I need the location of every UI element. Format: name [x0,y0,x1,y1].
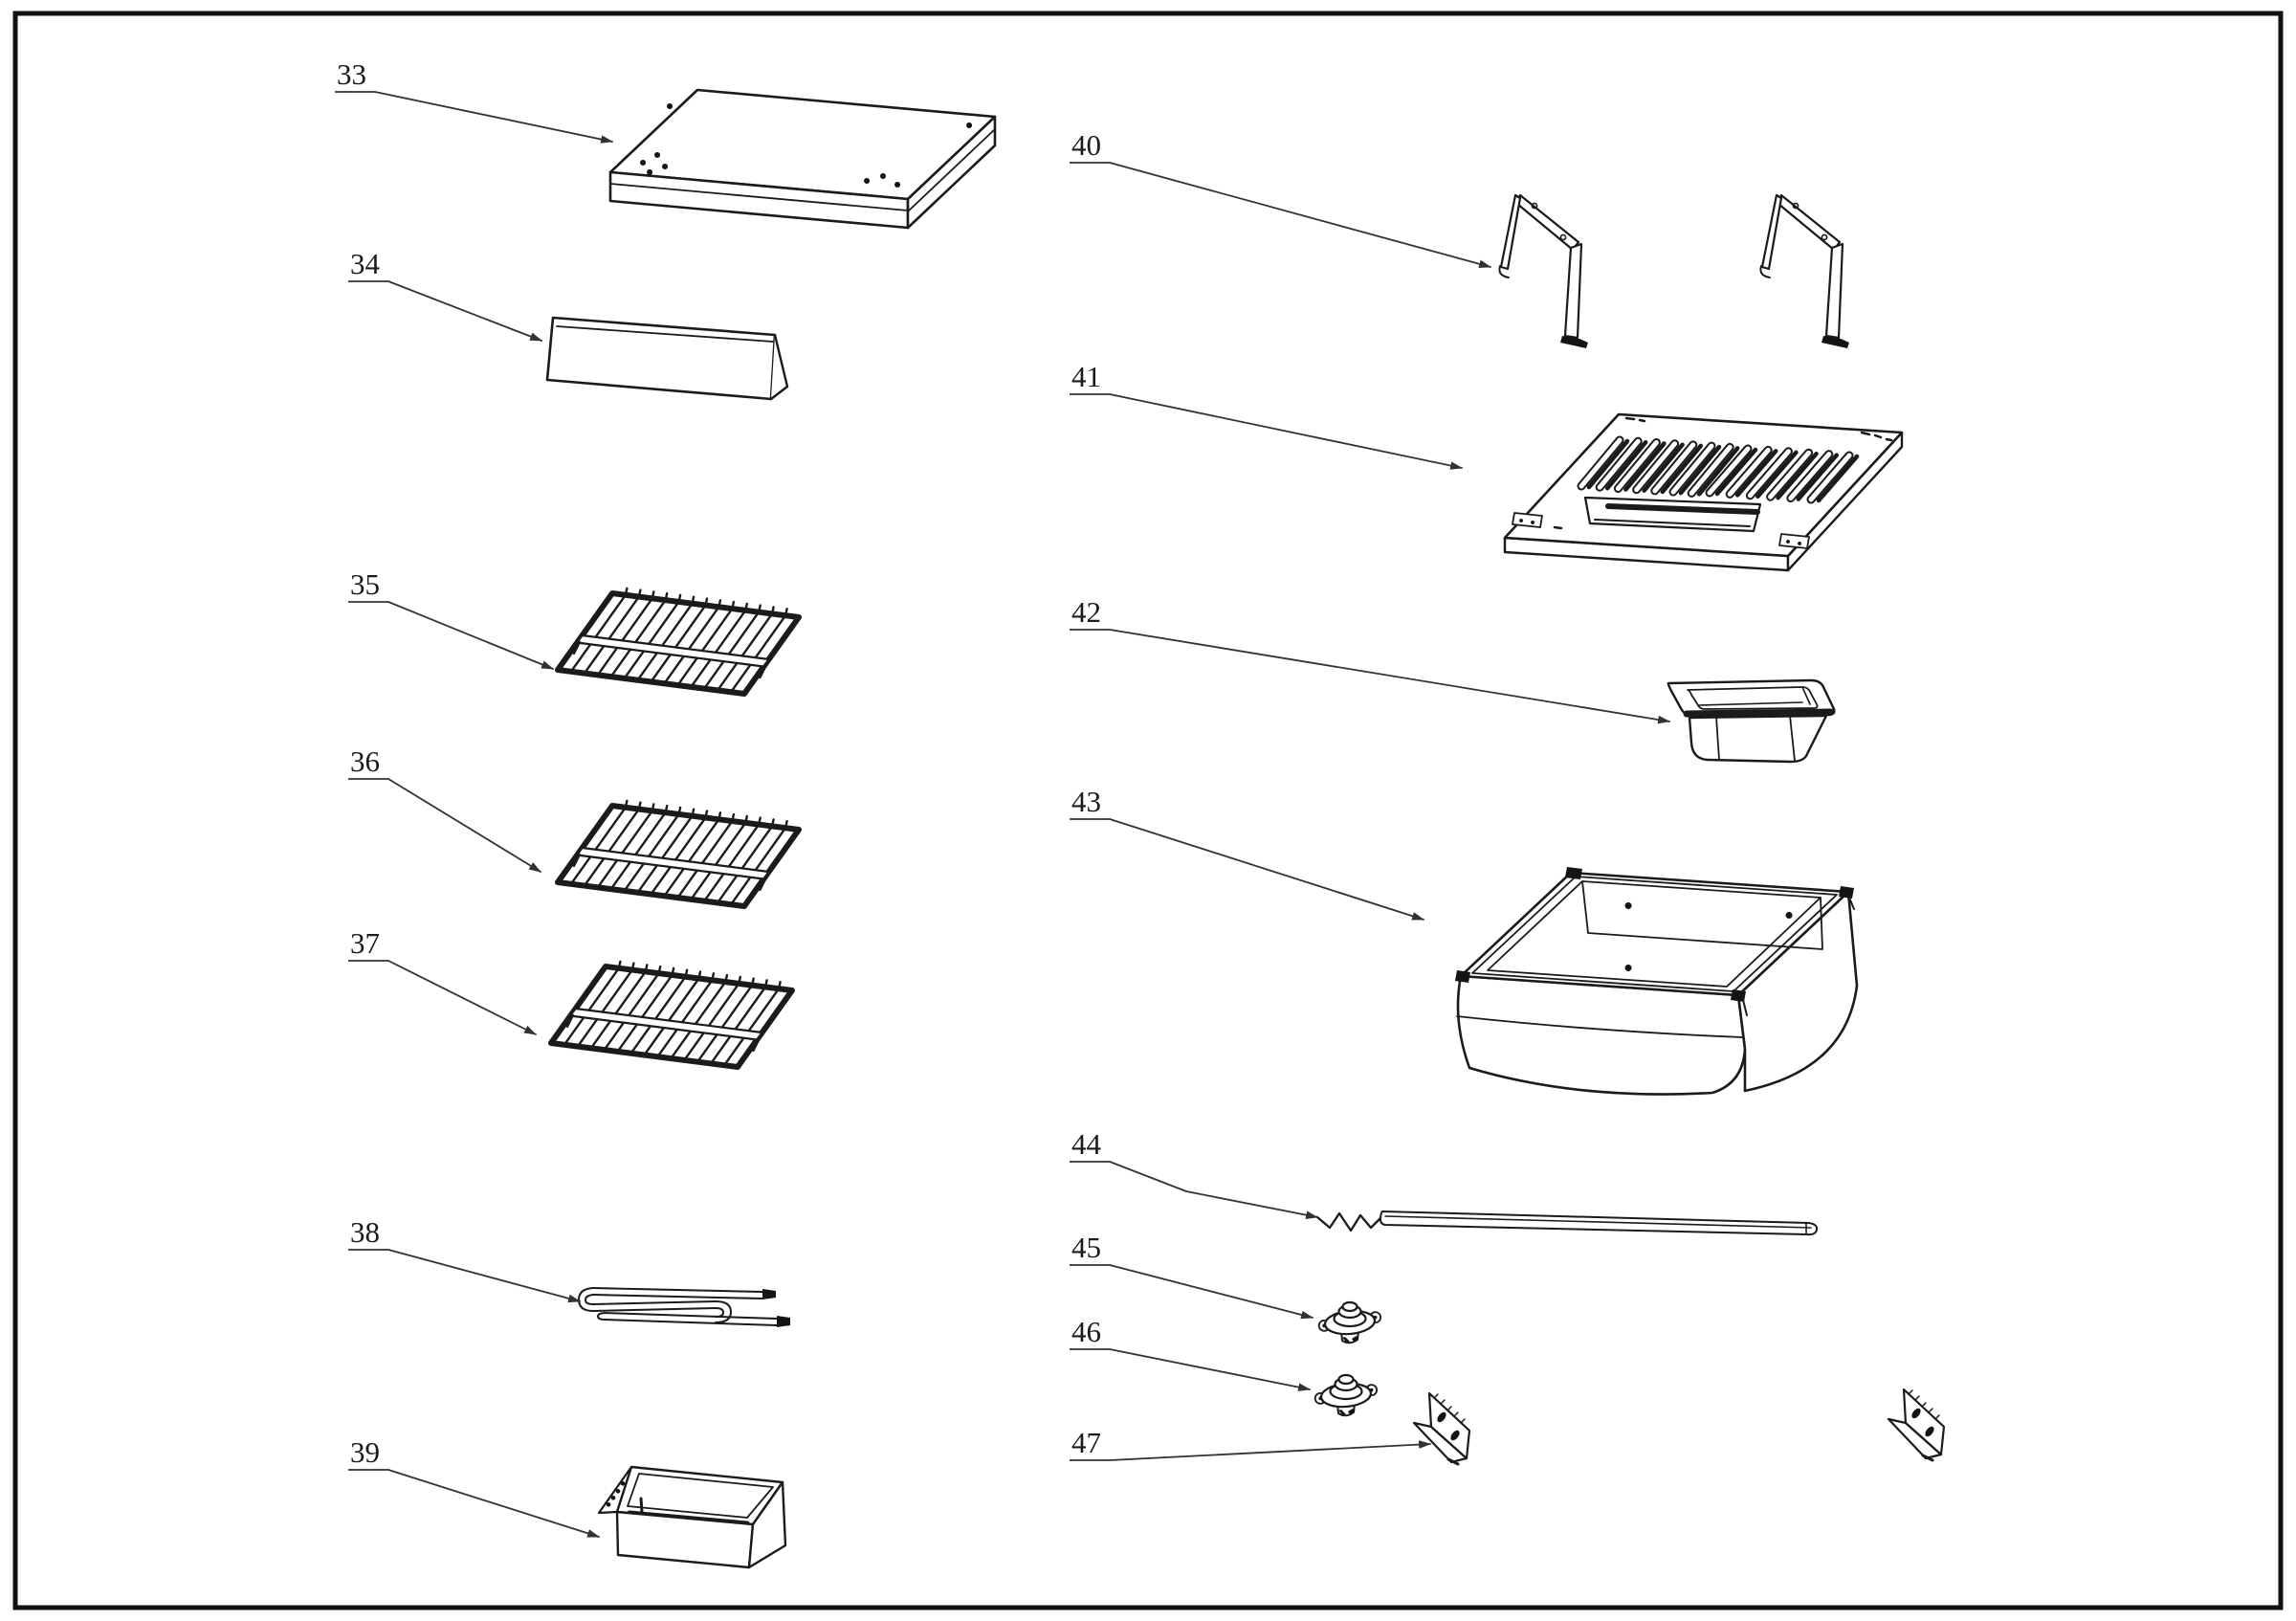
callout-35: 35 [348,567,555,670]
part-number-40: 40 [1071,128,1101,162]
part-number-36: 36 [350,744,380,778]
callout-43: 43 [1070,785,1425,921]
callout-47: 47 [1070,1426,1432,1461]
part-number-47: 47 [1071,1426,1101,1459]
part-number-41: 41 [1071,360,1101,393]
part-grease-cup [1667,678,1836,764]
part-thermostat-upper [1316,1300,1383,1344]
part-grate-upper [558,588,799,694]
part-vent-panel [1503,412,1904,572]
callout-38: 38 [348,1215,582,1303]
callout-36: 36 [348,744,541,873]
callout-46: 46 [1070,1315,1312,1391]
part-number-39: 39 [350,1435,380,1469]
part-number-38: 38 [350,1215,380,1249]
callout-44: 44 [1070,1127,1319,1219]
part-probe-rod [1315,1210,1819,1236]
callout-33: 33 [335,57,614,144]
part-grate-middle [558,801,799,906]
part-angle-bracket-right [1887,1388,1946,1462]
part-number-42: 42 [1071,595,1101,629]
callout-37: 37 [348,926,537,1035]
part-number-33: 33 [337,57,366,91]
part-smoker-body [1455,867,1859,1096]
part-grease-drawer [597,1465,787,1569]
part-number-35: 35 [350,567,380,601]
callout-41: 41 [1070,360,1464,470]
part-heating-element [578,1287,790,1327]
callout-42: 42 [1070,595,1671,724]
callout-39: 39 [348,1435,601,1538]
callout-34: 34 [348,247,543,342]
part-support-bracket-left [1498,193,1590,350]
part-number-34: 34 [350,247,381,280]
part-thermostat-lower [1313,1373,1380,1417]
part-grate-lower [551,962,792,1067]
part-angle-bracket-left [1412,1391,1471,1466]
part-number-45: 45 [1071,1231,1101,1264]
part-number-44: 44 [1071,1127,1102,1161]
callout-45: 45 [1070,1231,1314,1320]
part-top-lid [608,88,997,230]
page-border [12,11,2284,1610]
callout-40: 40 [1070,128,1492,269]
part-number-46: 46 [1071,1315,1101,1348]
part-number-37: 37 [350,926,380,960]
part-number-43: 43 [1071,785,1101,818]
part-deflector-wedge [545,316,789,401]
part-support-bracket-right [1759,193,1851,350]
